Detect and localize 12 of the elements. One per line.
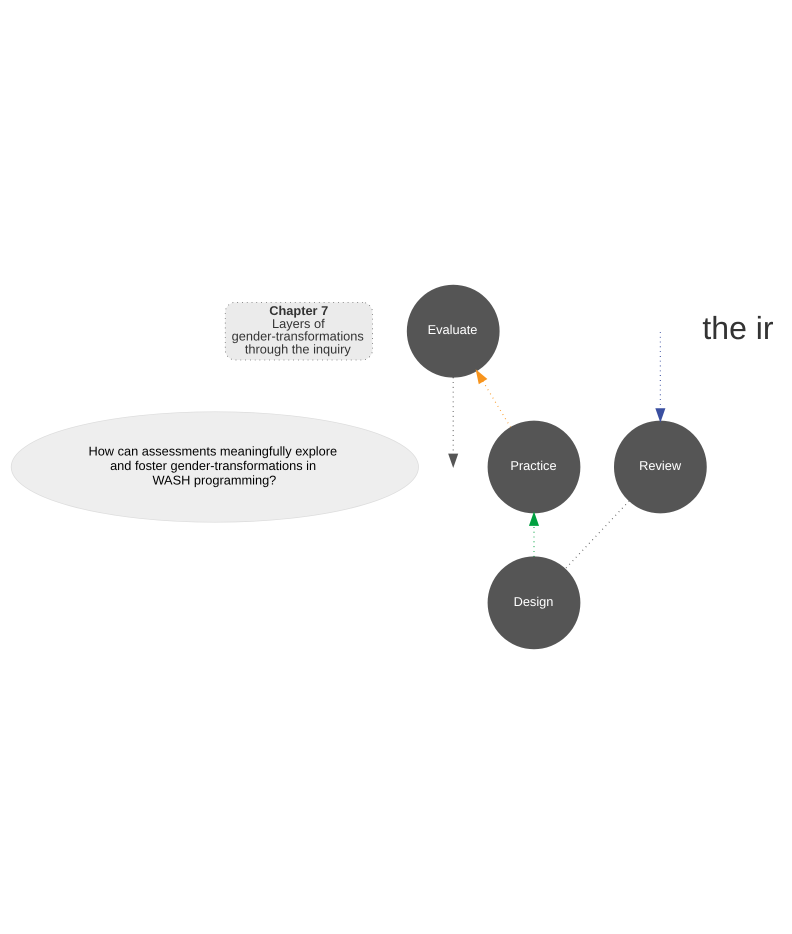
arrow [448,377,458,468]
node-circle: Review [614,420,707,514]
node-circle: Evaluate [406,284,500,378]
node-circle: Practice [488,420,580,514]
node-box: Chapter 7 Layers of gender-transformations through the inquiry [224,302,373,360]
arrow [528,511,540,557]
connector [564,500,630,570]
label: the ir [702,310,774,346]
arrow [476,369,512,428]
node-ellipse: How can assessments meaningfully explore and foster gender-transformations in WASH programming? [10,411,419,523]
arrow [655,332,666,423]
node-circle: Design [488,556,580,650]
